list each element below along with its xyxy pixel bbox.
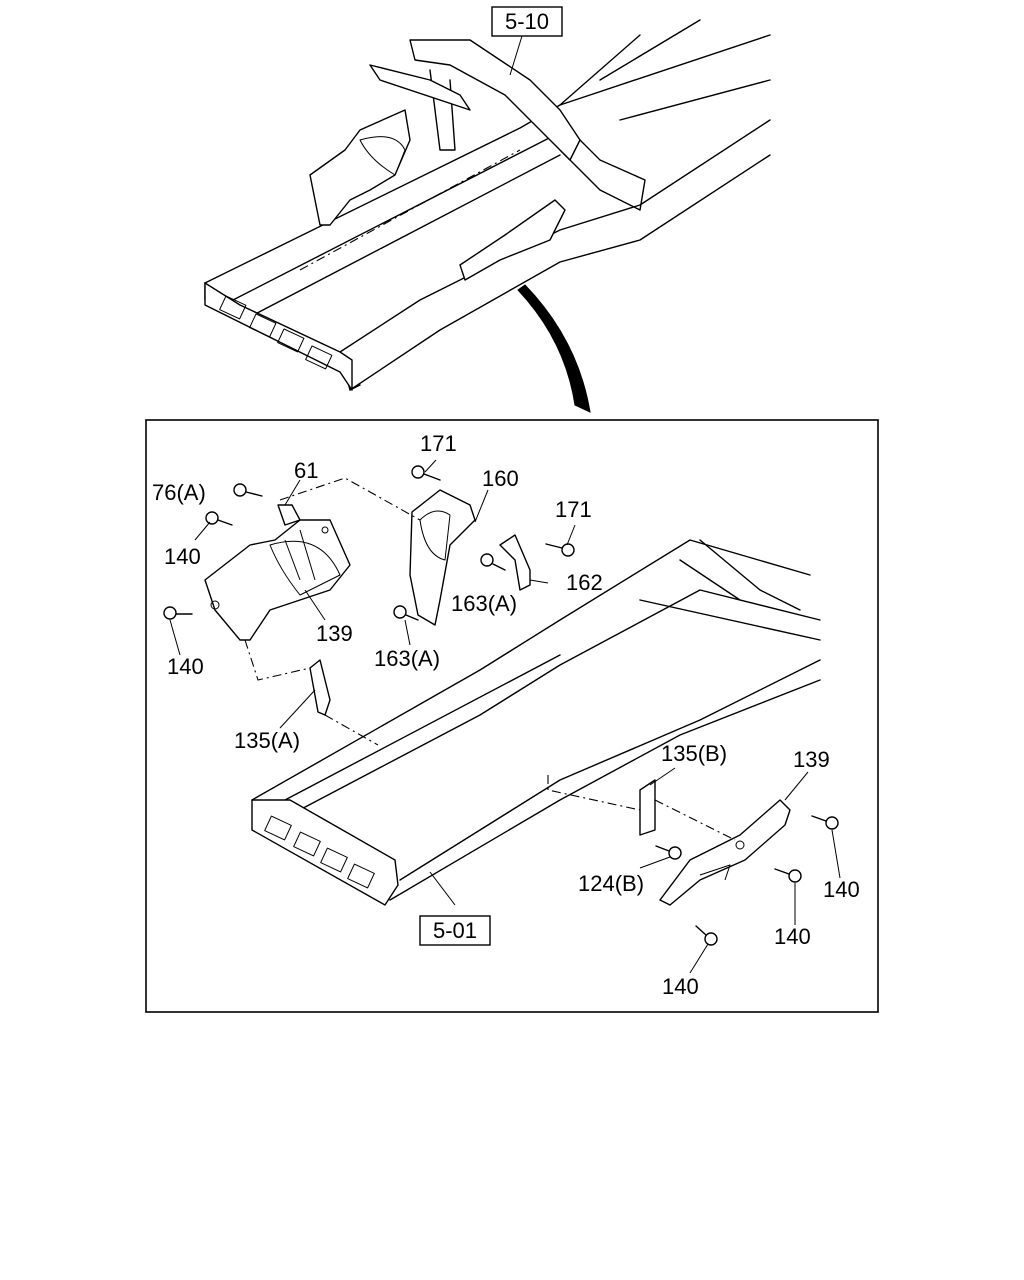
label-124b: 124(B) <box>578 871 644 896</box>
bolt-140-a <box>205 511 233 526</box>
bracket-135b <box>639 779 656 836</box>
bracket-162 <box>499 534 531 591</box>
bolt-171-top <box>411 465 441 481</box>
frame-overview <box>204 19 771 391</box>
bracket-61 <box>277 504 301 526</box>
label-135b: 135(B) <box>661 741 727 766</box>
label-61: 61 <box>294 458 318 483</box>
label-76a: 76(A) <box>152 480 206 505</box>
ref-box-5-10: 5-10 <box>491 6 563 37</box>
label-135a: 135(A) <box>234 728 300 753</box>
bolt-140-c <box>811 815 839 830</box>
label-163a-top: 163(A) <box>451 591 517 616</box>
label-140-e: 140 <box>662 974 699 999</box>
bolt-163a-bottom <box>393 605 419 621</box>
label-140-a: 140 <box>164 544 201 569</box>
bolt-140-d <box>774 868 802 883</box>
bolt-140-e <box>695 925 718 946</box>
heat-shield-right-139 <box>659 799 791 906</box>
label-140-b: 140 <box>167 654 204 679</box>
ref-label-5-01: 5-01 <box>433 918 477 943</box>
label-139-left: 139 <box>316 621 353 646</box>
label-139-right: 139 <box>793 747 830 772</box>
label-140-c: 140 <box>823 877 860 902</box>
callout-labels: 171 61 160 76(A) 171 140 162 163(A) 139 … <box>152 431 860 999</box>
ref-label-5-10: 5-10 <box>505 9 549 34</box>
label-171-top: 171 <box>420 431 457 456</box>
heat-shield-center-160 <box>409 489 476 626</box>
label-140-d: 140 <box>774 924 811 949</box>
bolt-124b <box>655 845 682 860</box>
frame-detail <box>251 539 821 906</box>
assembly-lines <box>244 477 736 841</box>
ref-box-5-01: 5-01 <box>419 915 491 946</box>
bolts <box>163 465 839 946</box>
leader-lines <box>169 459 841 974</box>
bolt-171-right <box>545 543 575 557</box>
detail-frame <box>145 419 879 1013</box>
bolt-163a-top <box>480 553 506 571</box>
label-163a-bottom: 163(A) <box>374 646 440 671</box>
label-162: 162 <box>566 570 603 595</box>
zoom-arrow <box>517 284 591 413</box>
bracket-135a <box>309 659 331 716</box>
bolt-76a <box>233 483 263 497</box>
label-160: 160 <box>482 466 519 491</box>
heat-shield-left-139 <box>204 519 351 641</box>
label-171-right: 171 <box>555 497 592 522</box>
bolt-140-b <box>163 606 193 620</box>
